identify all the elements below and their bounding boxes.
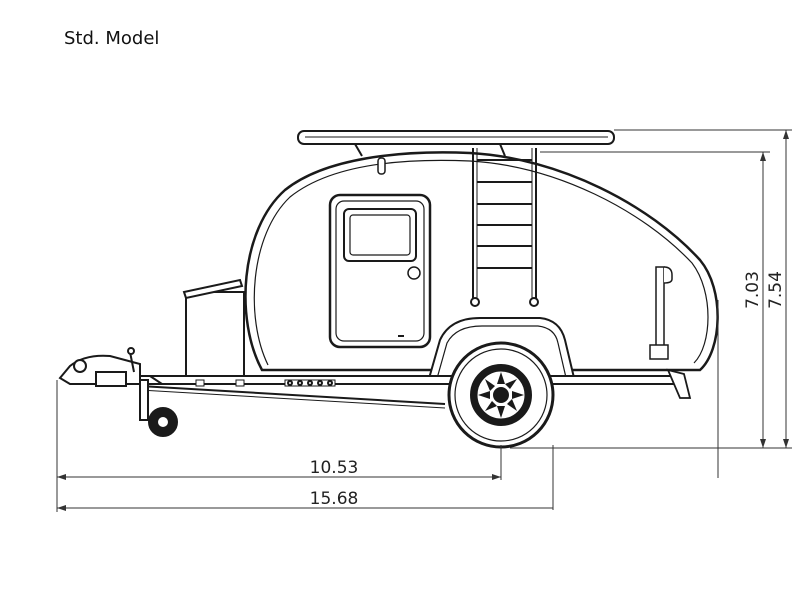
page-title: Std. Model [64, 28, 160, 49]
roof-rack [297, 130, 615, 157]
wheel-icon [447, 341, 555, 449]
dimension-lines [56, 129, 792, 512]
marker-light [377, 157, 386, 175]
hitch-coupler [58, 347, 163, 387]
jockey-wheel-icon [139, 379, 178, 437]
dim-overall-length: 15.68 [310, 489, 359, 509]
front-storage-box [182, 278, 245, 379]
chassis [139, 375, 681, 409]
dim-length-to-axle: 10.53 [310, 458, 359, 478]
door-icon [328, 193, 432, 349]
dim-overall-height: 7.54 [766, 271, 786, 309]
rear-stabilizer [666, 368, 692, 399]
dim-body-height: 7.03 [743, 271, 763, 309]
rear-light [649, 266, 673, 360]
ladder-icon [470, 148, 539, 307]
